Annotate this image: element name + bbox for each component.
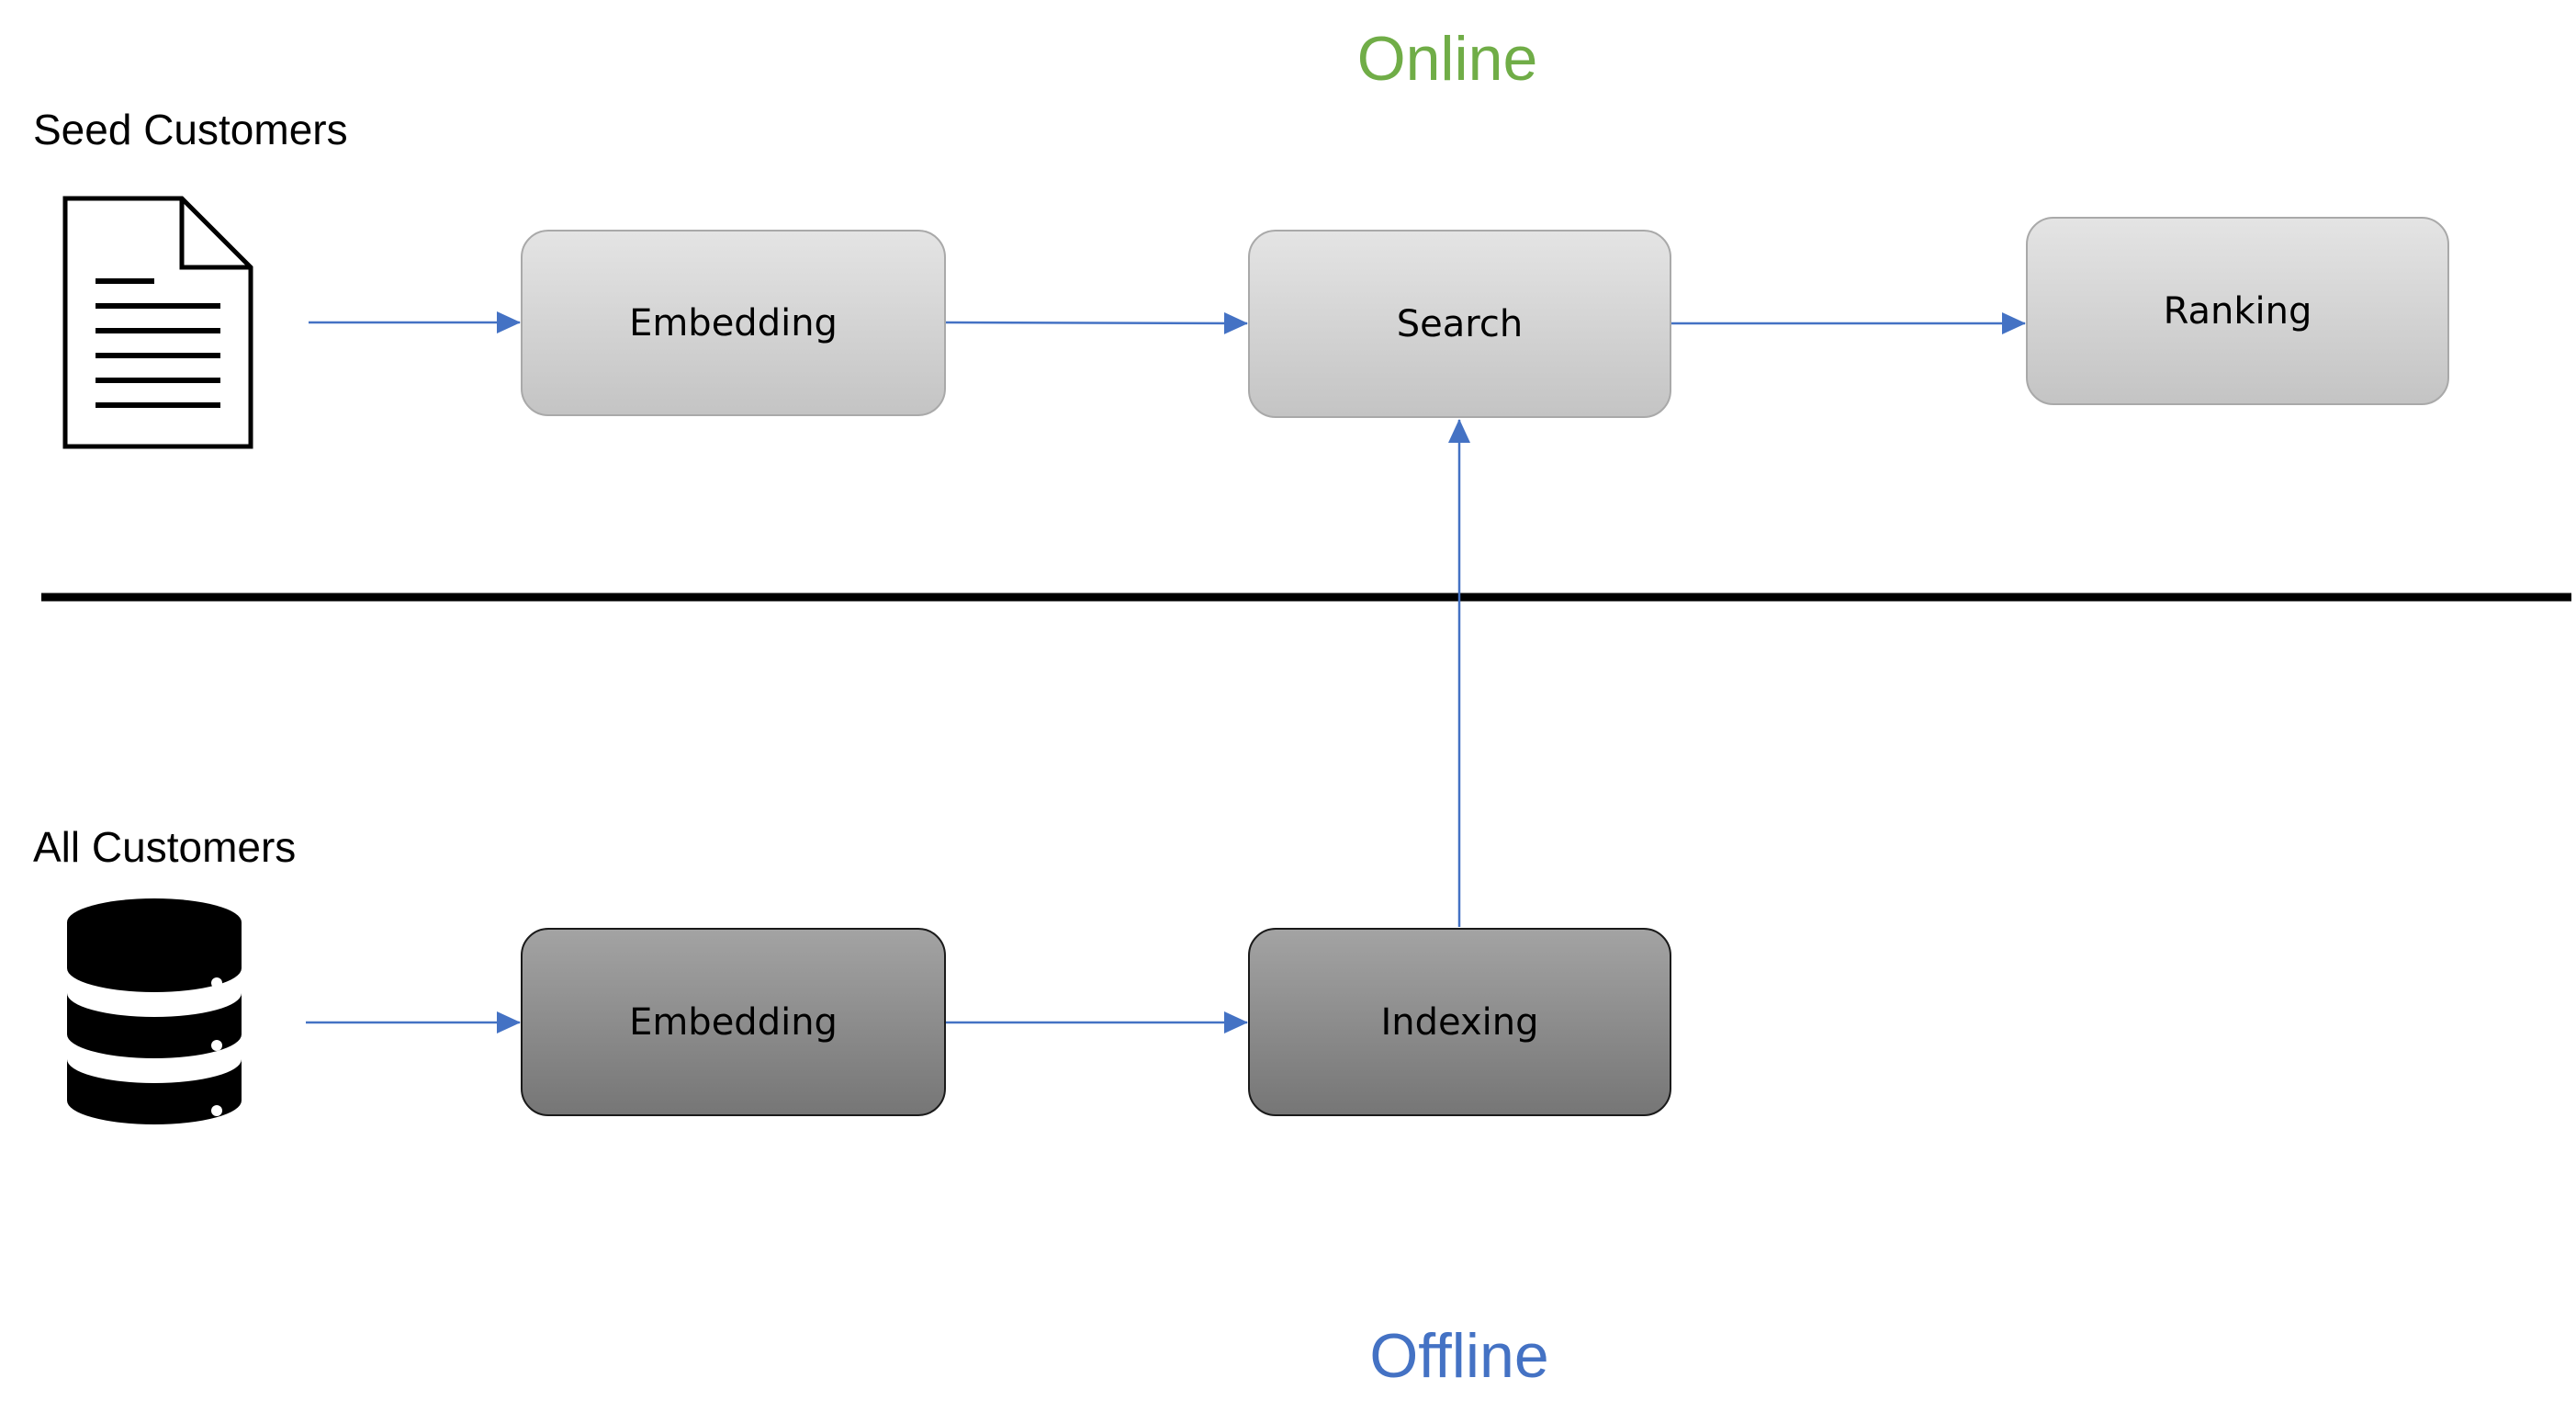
offline-embedding-label: Embedding xyxy=(629,1000,838,1044)
online-embedding-label: Embedding xyxy=(629,301,838,344)
ranking-label: Ranking xyxy=(2163,289,2312,333)
ranking-node[interactable]: Ranking xyxy=(2026,217,2449,405)
arrow-embedding-to-search xyxy=(945,311,1248,334)
indexing-label: Indexing xyxy=(1380,1000,1539,1044)
indexing-node[interactable]: Indexing xyxy=(1248,928,1671,1116)
online-embedding-node[interactable]: Embedding xyxy=(521,230,946,416)
offline-section-title: Offline xyxy=(1369,1321,1549,1391)
search-label: Search xyxy=(1396,302,1524,345)
all-customers-label: All Customers xyxy=(33,823,297,871)
document-icon xyxy=(62,196,253,449)
search-node[interactable]: Search xyxy=(1248,230,1671,418)
database-icon xyxy=(67,898,242,1124)
seed-customers-label: Seed Customers xyxy=(33,106,348,153)
offline-embedding-node[interactable]: Embedding xyxy=(521,928,946,1116)
online-section-title: Online xyxy=(1356,24,1538,94)
